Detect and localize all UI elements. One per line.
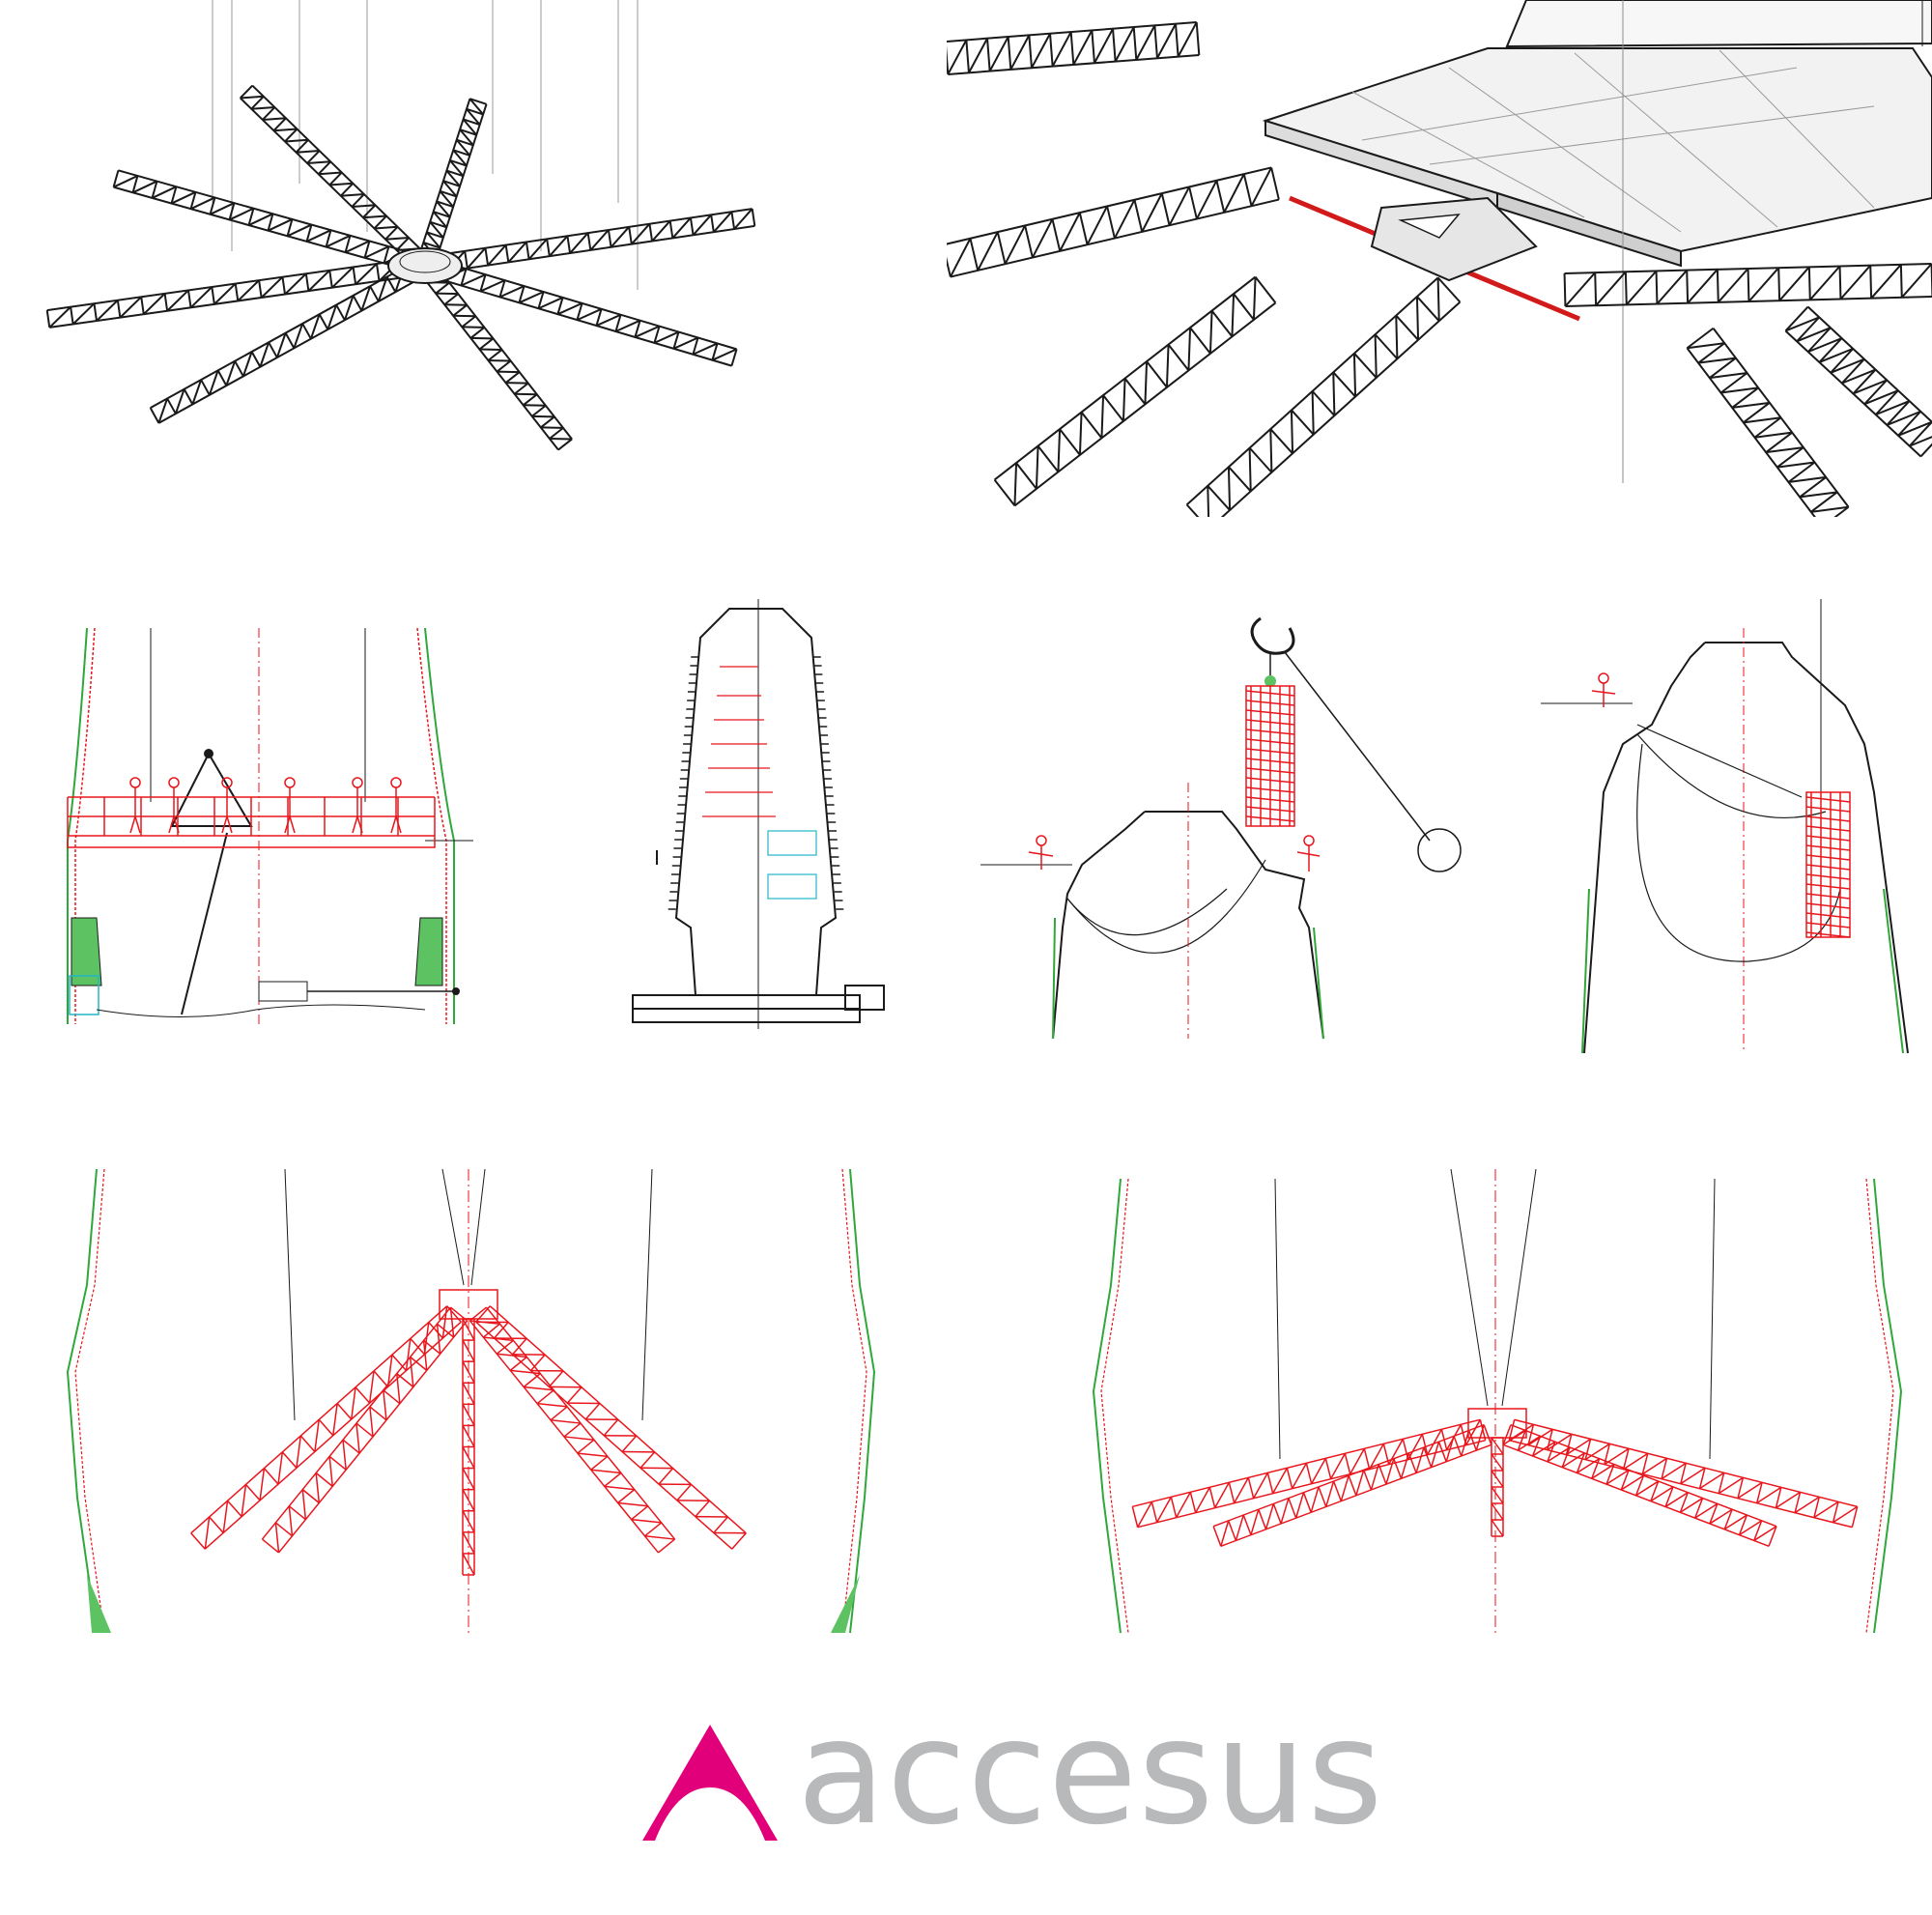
accesus-logo: accesus — [628, 1701, 1383, 1855]
rack-bar — [1805, 796, 1851, 803]
worker-figure — [390, 777, 402, 834]
section-crane-lift-drawing — [980, 616, 1462, 1040]
iso-star-platform-panel — [39, 0, 792, 464]
rack-bar — [1805, 825, 1851, 832]
worker-figure — [352, 777, 363, 834]
iso-detail-drawing — [947, 0, 1932, 517]
rack-bar — [1805, 873, 1851, 880]
open-arm — [1502, 1424, 1777, 1547]
star-arm — [240, 84, 432, 273]
worker-figure — [284, 777, 296, 834]
section-arms-folded-drawing — [66, 1169, 876, 1634]
star-arm — [415, 98, 488, 270]
rack-bar — [1805, 844, 1851, 851]
star-arm — [421, 256, 738, 367]
section-hanging-panel — [1536, 599, 1932, 1053]
rack-bar — [1805, 854, 1851, 861]
rack-bar — [1805, 835, 1851, 842]
section-arms-open-panel — [1082, 1169, 1913, 1643]
iso-detail-panel — [947, 0, 1932, 517]
logo-mark-icon — [642, 1725, 778, 1841]
section-tower-panel — [628, 599, 889, 1053]
star-arm — [422, 208, 756, 275]
folded-arm — [469, 1306, 676, 1554]
vertical-arm — [462, 1318, 475, 1576]
section-arms-open-drawing — [1092, 1169, 1903, 1634]
rack-bar — [1805, 806, 1851, 813]
platform-deck — [67, 835, 436, 848]
section-platform-panel — [58, 628, 483, 1034]
detail-truss — [947, 166, 1280, 278]
section-arms-folded-panel — [58, 1169, 889, 1643]
section-platform-drawing — [67, 628, 473, 1024]
vertical-arm — [1491, 1437, 1504, 1537]
rack-bar — [1805, 931, 1851, 938]
star-arm — [45, 256, 428, 329]
open-arm — [1212, 1423, 1492, 1548]
logo-wordmark: accesus — [797, 1689, 1384, 1857]
detail-truss — [1185, 276, 1462, 517]
detail-truss — [1563, 263, 1932, 307]
folded-arm — [475, 1305, 747, 1550]
rack-bar — [1805, 883, 1851, 890]
folded-arm — [261, 1306, 469, 1554]
hub — [1467, 1408, 1527, 1439]
open-arm — [1131, 1418, 1487, 1529]
section-crane-lift-panel — [976, 609, 1468, 1053]
section-hanging-drawing — [1541, 599, 1909, 1053]
rack-bar — [1805, 893, 1851, 900]
rack-bar — [1805, 864, 1851, 871]
detail-truss — [1784, 305, 1932, 458]
detail-truss — [1686, 327, 1850, 517]
worker-figure — [221, 777, 233, 834]
section-tower-drawing — [632, 599, 885, 1029]
worker-figure — [168, 777, 180, 834]
detail-truss — [993, 275, 1277, 507]
star-arm — [149, 257, 431, 424]
rack-bar — [1805, 815, 1851, 822]
rack-bar — [1805, 922, 1851, 929]
rack-bar — [1805, 902, 1851, 909]
star-arm — [417, 259, 573, 451]
worker-figure — [129, 777, 141, 834]
folded-arm — [190, 1305, 462, 1550]
rack-bar — [1805, 912, 1851, 919]
detail-truss — [947, 21, 1201, 75]
iso-star-platform-drawing — [45, 0, 756, 451]
